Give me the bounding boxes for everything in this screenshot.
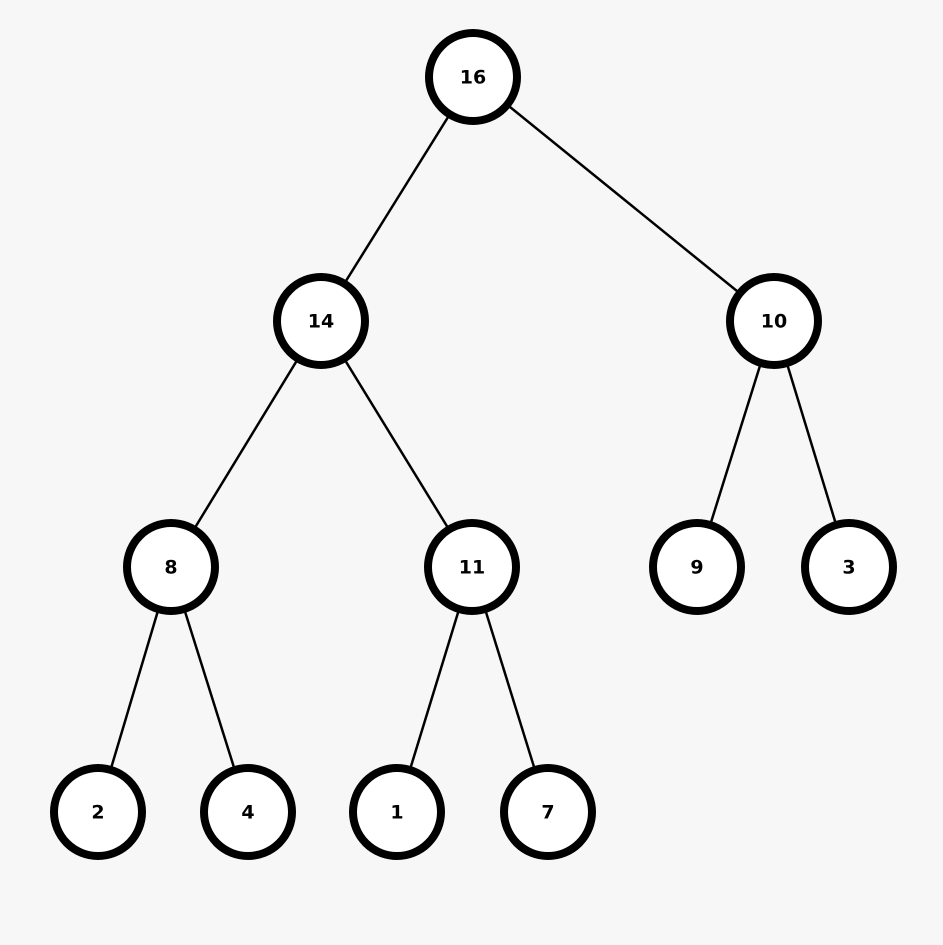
tree-edge-16-10 — [472, 76, 775, 322]
tree-node-4: 4 — [200, 764, 296, 860]
node-label-7: 7 — [541, 802, 554, 824]
node-label-3: 3 — [842, 557, 855, 579]
node-label-8: 8 — [164, 557, 177, 579]
node-label-4: 4 — [241, 802, 254, 824]
tree-edge-14-8 — [169, 320, 323, 568]
node-circle-14 — [273, 273, 369, 369]
tree-node-3: 3 — [801, 519, 897, 615]
tree-node-11: 11 — [424, 519, 520, 615]
node-circle-9 — [649, 519, 745, 615]
node-circle-3 — [801, 519, 897, 615]
node-label-14: 14 — [308, 311, 334, 333]
node-circle-16 — [425, 29, 521, 125]
tree-node-2: 2 — [50, 764, 146, 860]
node-circle-7 — [500, 764, 596, 860]
node-label-10: 10 — [761, 311, 787, 333]
node-circle-1 — [349, 764, 445, 860]
tree-node-14: 14 — [273, 273, 369, 369]
node-label-16: 16 — [460, 67, 486, 89]
tree-edge-14-11 — [319, 320, 474, 568]
node-circle-8 — [123, 519, 219, 615]
node-label-1: 1 — [390, 802, 403, 824]
tree-node-8: 8 — [123, 519, 219, 615]
tree-node-7: 7 — [500, 764, 596, 860]
node-circle-2 — [50, 764, 146, 860]
node-circle-11 — [424, 519, 520, 615]
node-label-11: 11 — [459, 557, 485, 579]
node-label-2: 2 — [91, 802, 104, 824]
node-circle-4 — [200, 764, 296, 860]
tree-node-9: 9 — [649, 519, 745, 615]
node-circle-10 — [726, 273, 822, 369]
tree-node-16: 16 — [425, 29, 521, 125]
node-label-9: 9 — [690, 557, 703, 579]
tree-node-10: 10 — [726, 273, 822, 369]
tree-node-1: 1 — [349, 764, 445, 860]
